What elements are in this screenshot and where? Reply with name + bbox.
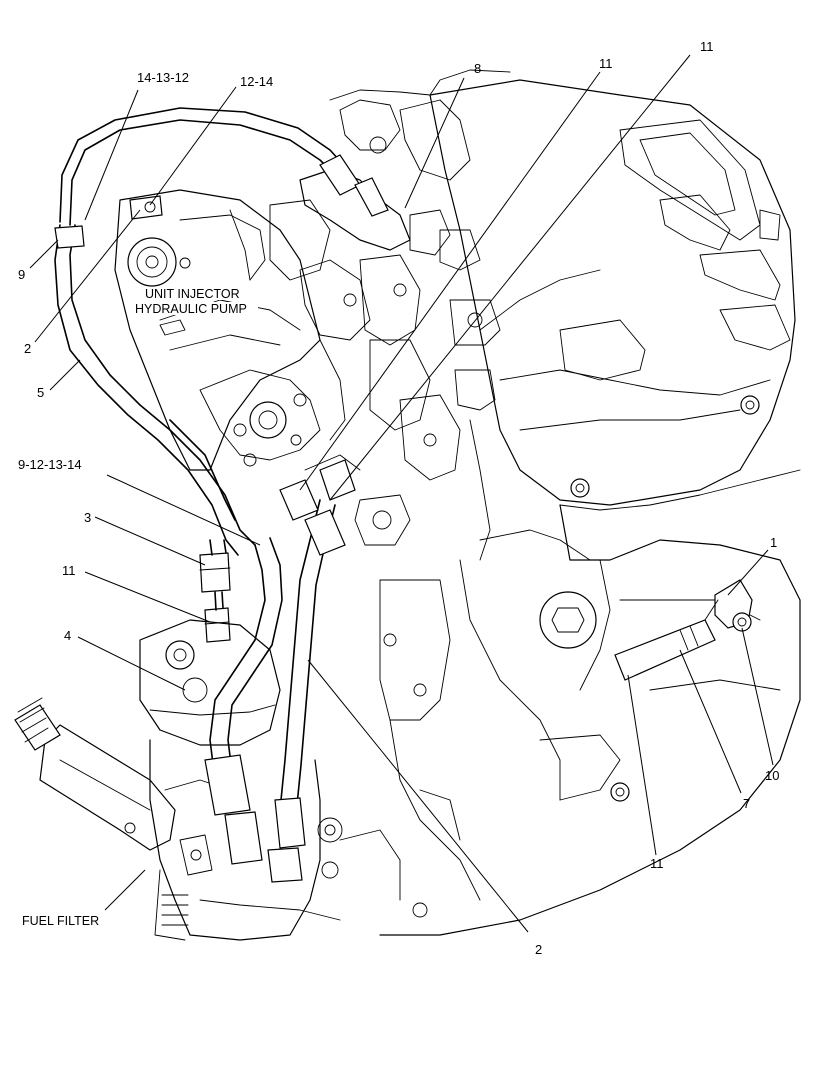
callout-12-14: 12-14 [240,74,273,89]
engine-block [339,419,801,936]
callout-4: 4 [64,628,71,643]
callout-11-left: 11 [62,563,76,578]
callout-8: 8 [474,61,481,76]
callout-9: 9 [18,267,25,282]
callout-14-13-12: 14-13-12 [137,70,189,85]
fuel-lines [54,107,389,816]
fuel-filter-primer [14,697,176,851]
callout-1: 1 [770,535,777,550]
callout-3: 3 [84,510,91,525]
unit-injector-hydraulic-pump [114,189,321,471]
filter-base [139,619,343,941]
callout-10: 10 [765,768,779,783]
callout-9-12-13-14: 9-12-13-14 [18,457,82,472]
intake-manifold [329,69,801,511]
component-labels: UNIT INJECTOR HYDRAULIC PUMP FUEL FILTER [22,287,258,928]
callout-11-top-right: 11 [700,39,714,54]
callout-7: 7 [743,796,750,811]
leader-lines [29,54,774,933]
label-hydraulic-pump: HYDRAULIC PUMP [135,302,247,316]
clamp-assembly [614,579,753,681]
callouts: 14-13-12 12-14 8 11 11 9 2 5 9-12-13-14 … [18,39,779,957]
callout-2-top: 2 [24,341,31,356]
center-fittings [269,99,501,481]
callout-11-top-left: 11 [599,56,613,71]
callout-2-bottom: 2 [535,942,542,957]
label-unit-injector: UNIT INJECTOR [145,287,240,301]
callout-11-bottom: 11 [650,856,664,871]
callout-5: 5 [37,385,44,400]
label-fuel-filter: FUEL FILTER [22,914,99,928]
